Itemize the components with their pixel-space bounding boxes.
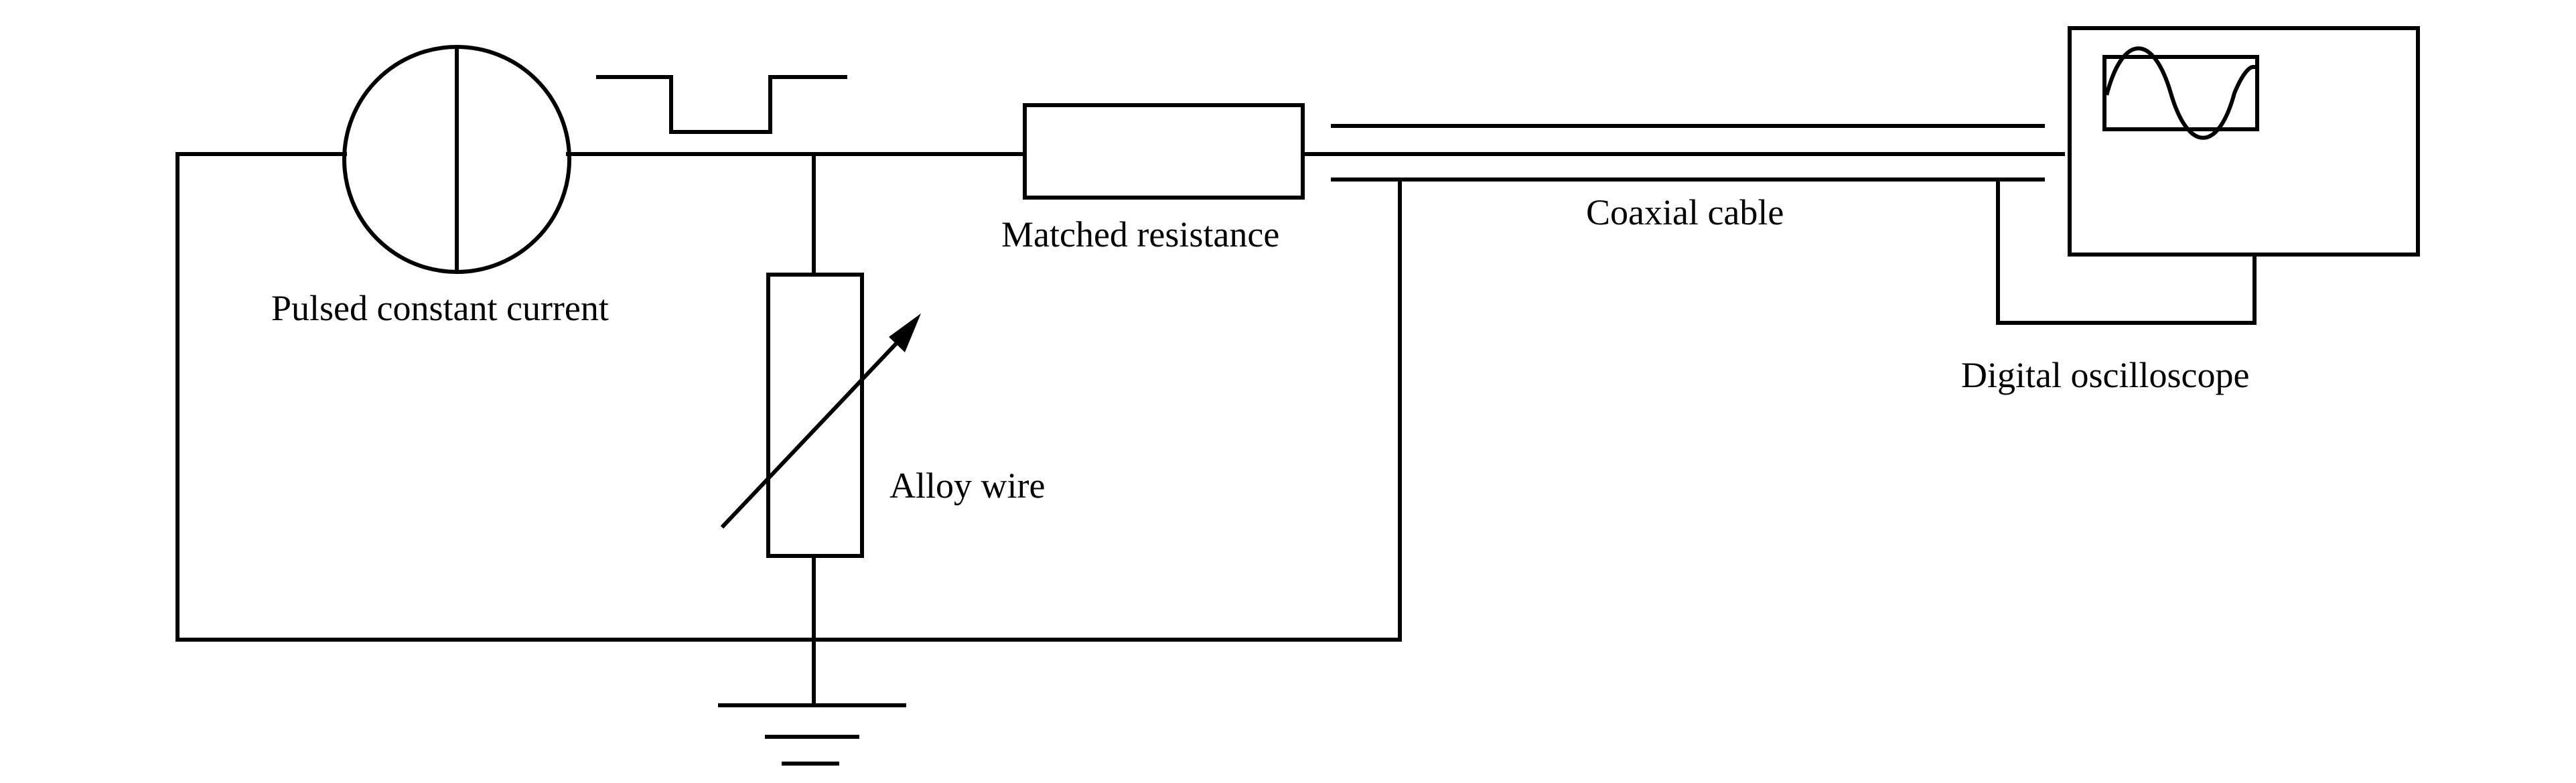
pulsed-source-label: Pulsed constant current [271, 288, 609, 328]
oscilloscope-screen [2102, 55, 2259, 131]
alloy-wire-icon [720, 273, 921, 558]
left-return-wire [175, 152, 1402, 642]
oscilloscope-icon [2068, 26, 2420, 257]
matched-resistor-icon [1023, 103, 1305, 200]
digital-oscilloscope-label: Digital oscilloscope [1961, 355, 2249, 395]
coaxial-cable-icon [1331, 124, 2257, 325]
circuit-wires [175, 152, 2065, 705]
matched-resistance-label: Matched resistance [1001, 214, 1279, 255]
alloy-wire-label: Alloy wire [889, 466, 1045, 506]
coaxial-cable-label: Coaxial cable [1586, 192, 1784, 232]
square-pulse-icon [596, 75, 847, 134]
ground-icon [718, 703, 906, 766]
pulsed-source-icon [342, 45, 571, 274]
sine-wave-icon [2104, 46, 2256, 140]
oscilloscope-body [2068, 26, 2420, 257]
